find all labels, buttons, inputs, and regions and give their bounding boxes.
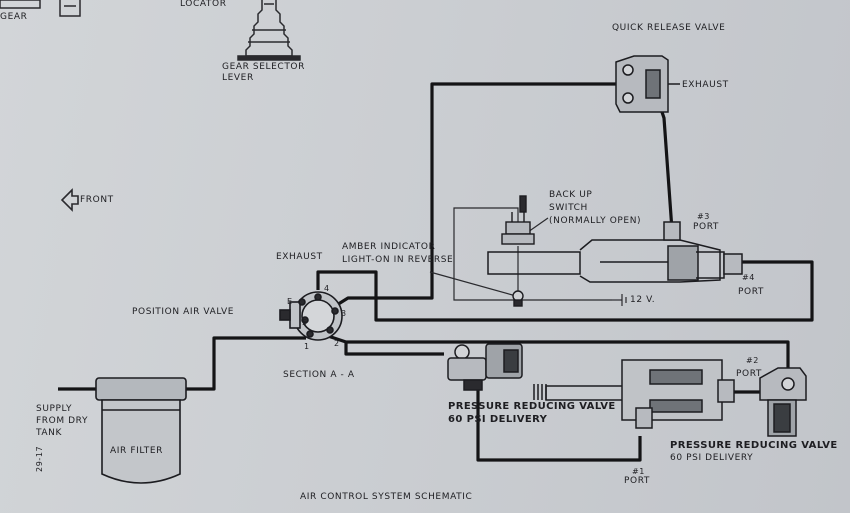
gear-partial-drawing bbox=[0, 0, 81, 17]
right-prv-label-2: 60 PSI DELIVERY bbox=[670, 453, 754, 463]
upper-shift-cylinder-drawing bbox=[487, 221, 743, 283]
qrv-exhaust-label: EXHAUST bbox=[682, 80, 729, 90]
position-air-valve-label: POSITION AIR VALVE bbox=[132, 307, 235, 317]
valve-port-5: 5 bbox=[302, 318, 308, 327]
locator-label: LOCATOR bbox=[180, 0, 227, 9]
gear-partial-label: GEAR bbox=[0, 12, 28, 22]
port1-number: #1 bbox=[632, 467, 645, 476]
schematic-caption: AIR CONTROL SYSTEM SCHEMATIC bbox=[300, 492, 473, 502]
section-a-a-label: SECTION A - A bbox=[283, 370, 355, 380]
front-label: FRONT bbox=[80, 195, 114, 205]
port3-label: PORT bbox=[693, 222, 720, 232]
valve-port-e: E bbox=[287, 297, 293, 306]
back-up-switch-label-2: SWITCH bbox=[549, 203, 588, 213]
amber-indicator-bulb-icon bbox=[512, 290, 524, 307]
air-filter-drawing bbox=[95, 377, 187, 484]
back-up-switch-drawing bbox=[501, 195, 535, 245]
gear-selector-lever-label-1: GEAR SELECTOR bbox=[222, 62, 305, 72]
supply-label-2: FROM DRY bbox=[36, 416, 89, 426]
valve-exhaust-label: EXHAUST bbox=[276, 252, 323, 262]
valve-port-4: 4 bbox=[324, 284, 330, 293]
quick-release-valve-drawing bbox=[615, 55, 680, 113]
gear-selector-lever-label-2: LEVER bbox=[222, 73, 254, 83]
port2-number: #2 bbox=[746, 356, 759, 365]
front-arrow-icon bbox=[60, 188, 79, 212]
electrical-wires bbox=[429, 207, 627, 306]
air-filter-label: AIR FILTER bbox=[110, 446, 163, 456]
valve-port-2: 2 bbox=[334, 339, 340, 348]
valve-port-3: 3 bbox=[341, 309, 347, 318]
twelve-volt-label: 12 V. bbox=[630, 295, 656, 305]
port3-number: #3 bbox=[697, 212, 710, 221]
quick-release-valve-label: QUICK RELEASE VALVE bbox=[612, 23, 726, 33]
back-up-switch-label-3: (NORMALLY OPEN) bbox=[549, 216, 642, 226]
amber-indicator-label-2: LIGHT-ON IN REVERSE bbox=[342, 255, 454, 265]
center-prv-label-2: 60 PSI DELIVERY bbox=[448, 414, 548, 425]
port4-number: #4 bbox=[742, 273, 755, 282]
lower-shift-cylinder-drawing bbox=[533, 359, 735, 429]
right-prv-drawing bbox=[759, 367, 807, 437]
port2-label: PORT bbox=[736, 369, 763, 379]
valve-port-1: 1 bbox=[304, 342, 310, 351]
right-prv-label-1: PRESSURE REDUCING VALVE bbox=[670, 440, 838, 451]
air-lines bbox=[58, 82, 814, 462]
center-prv-label-1: PRESSURE REDUCING VALVE bbox=[448, 401, 616, 412]
amber-indicator-label-1: AMBER INDICATOR bbox=[342, 242, 436, 252]
center-prv-drawing bbox=[447, 343, 523, 391]
position-air-valve-drawing bbox=[279, 291, 343, 341]
supply-label-3: TANK bbox=[36, 428, 62, 438]
gear-selector-lever-drawing bbox=[237, 0, 301, 61]
port1-label: PORT bbox=[624, 476, 651, 486]
supply-label-1: SUPPLY bbox=[36, 404, 73, 414]
back-up-switch-label-1: BACK UP bbox=[549, 190, 593, 200]
margin-code: 29-17 bbox=[35, 445, 44, 472]
port4-label: PORT bbox=[738, 287, 765, 297]
